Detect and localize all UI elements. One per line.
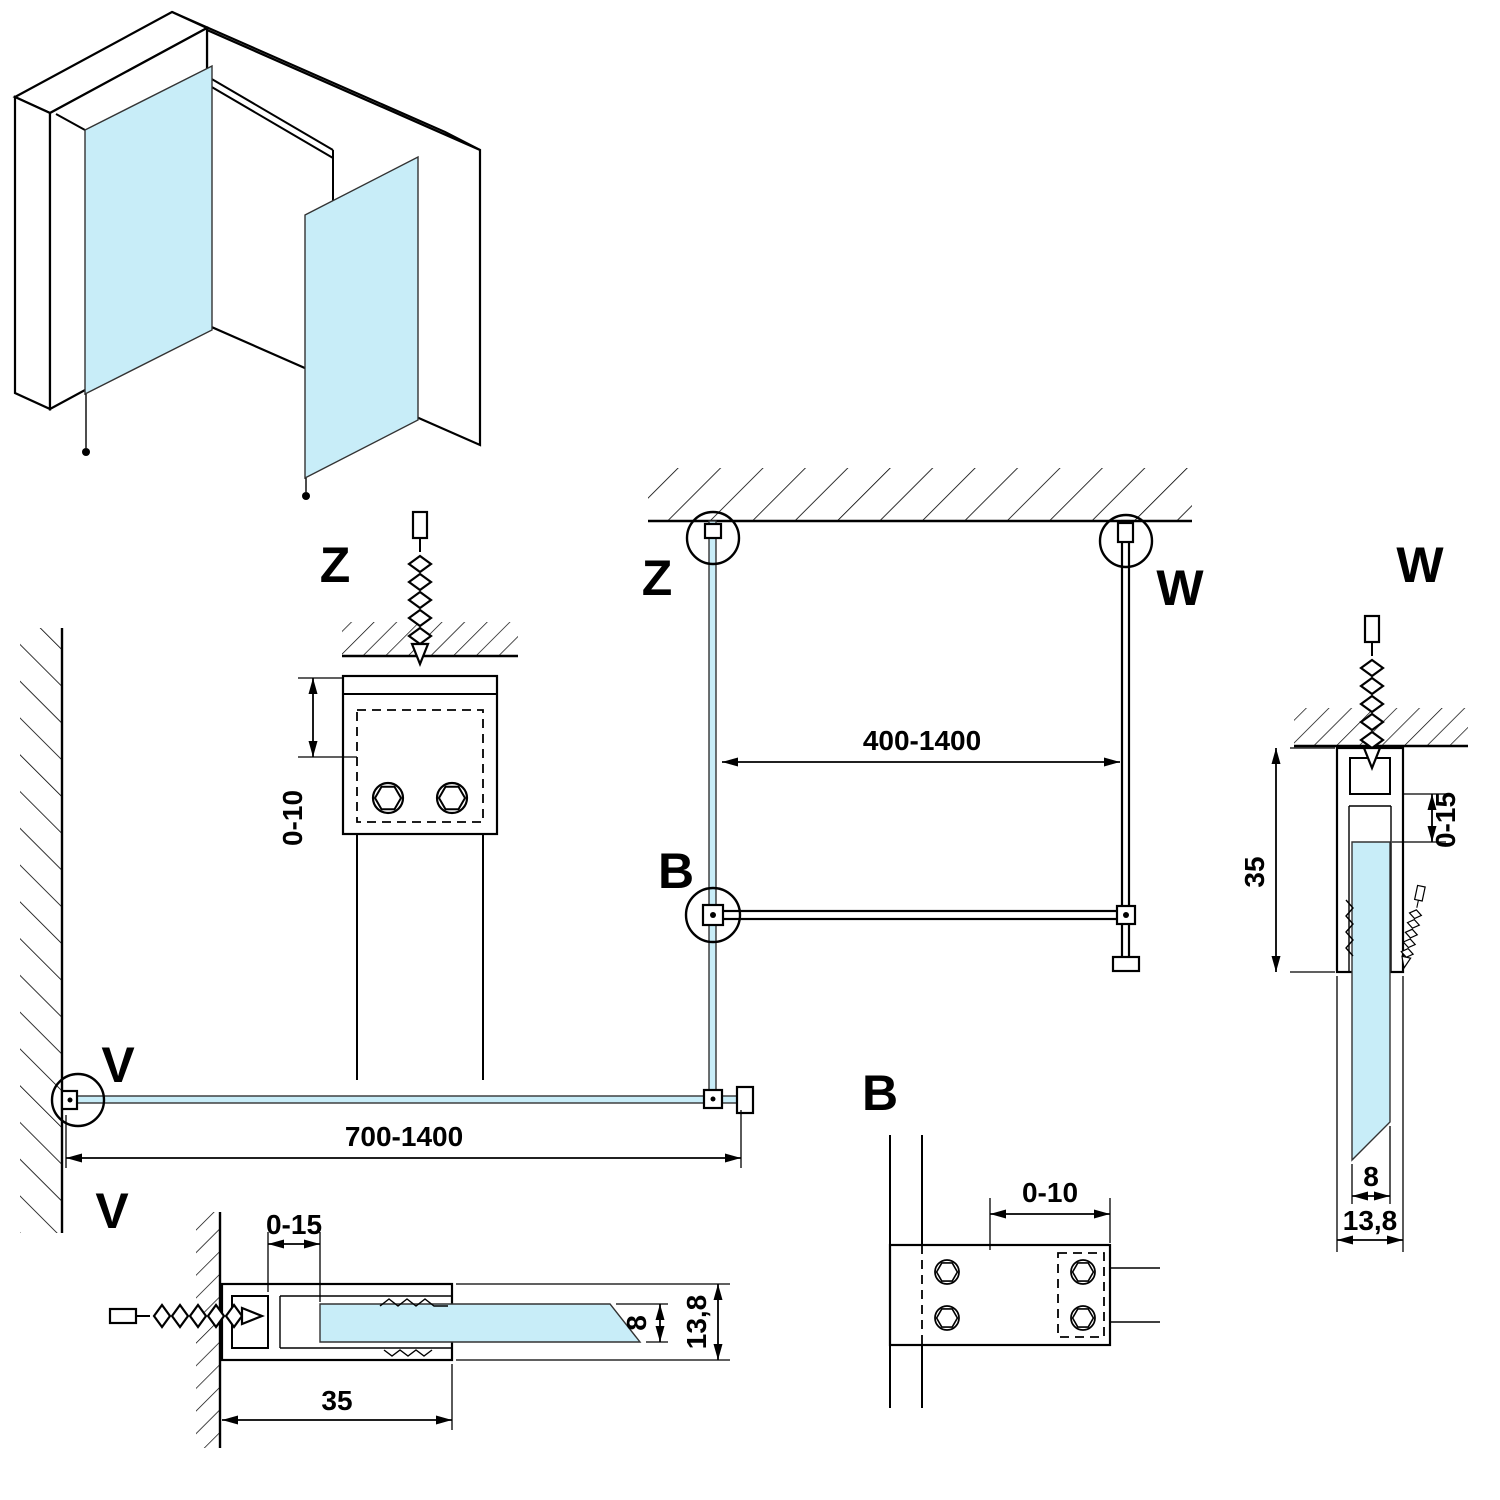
dim-v-adjust: 0-15 (266, 1209, 322, 1302)
detail-z-bar (356, 834, 484, 1080)
iso-glass-panel-2 (304, 155, 419, 480)
detail-b-bolt-4 (1070, 1305, 1096, 1331)
isometric-view (12, 10, 482, 500)
detail-b-bolt-2 (934, 1305, 960, 1331)
dim-plan-bottom-width: 700-1400 (65, 1110, 742, 1168)
plan-back-wall-hatch (648, 468, 1192, 521)
dim-b-adjust: 0-10 (989, 1177, 1111, 1250)
dim-w-profile: 13,8 (1336, 976, 1404, 1252)
detail-b-label: B (862, 1065, 898, 1121)
plan-node-b (701, 903, 1137, 927)
detail-b-bolt-1 (934, 1259, 960, 1285)
detail-b-bolt-3 (1070, 1259, 1096, 1285)
detail-v-label: V (95, 1183, 129, 1239)
dim-w-profile-text: 13,8 (1343, 1205, 1398, 1236)
detail-w-label: W (1396, 537, 1444, 593)
callout-circle-b (684, 886, 742, 944)
detail-v-wall-hatch (196, 1212, 220, 1448)
iso-glass-panel-1 (84, 64, 213, 396)
detail-w-glass (1351, 841, 1391, 1162)
dim-plan-top-width-text: 400-1400 (863, 725, 981, 756)
plan-left-wall-hatch (20, 628, 62, 1233)
dim-w-depth-text: 35 (1239, 856, 1270, 887)
dim-v-glass: 8 (616, 1303, 668, 1343)
plan-label-v: V (101, 1037, 135, 1093)
dim-v-glass-text: 8 (621, 1315, 652, 1331)
iso-support-bar (55, 77, 334, 202)
iso-panel-1-foot (82, 394, 90, 456)
dim-z-gap-text: 0-10 (277, 790, 308, 846)
dim-v-adjust-text: 0-15 (266, 1209, 322, 1240)
plan-support-bar-w (1120, 519, 1131, 963)
plan-glass-vertical (708, 520, 717, 1099)
callout-circle-w (1098, 513, 1154, 569)
plan-view: Z W B V 400-1400 700-1400 (20, 468, 1204, 1233)
plan-label-w: W (1156, 560, 1204, 616)
dim-v-profile-text: 13,8 (681, 1295, 712, 1350)
detail-z: Z 0-10 (277, 510, 518, 1080)
detail-z-bolt-right (435, 781, 469, 815)
dim-plan-top-width: 400-1400 (722, 725, 1120, 767)
dim-plan-bottom-width-text: 700-1400 (345, 1121, 463, 1152)
dim-w-glass-text: 8 (1363, 1161, 1379, 1192)
detail-b: B 0-10 (862, 1065, 1160, 1408)
detail-w: W 0-15 35 (1239, 537, 1468, 1252)
detail-v-glass (319, 1303, 642, 1343)
iso-panel-2-foot (302, 478, 310, 500)
dim-w-depth: 35 (1239, 747, 1335, 973)
detail-v-clamp-teeth (383, 1349, 433, 1357)
plan-support-bar-b (714, 909, 1128, 921)
dim-v-depth-text: 35 (321, 1385, 352, 1416)
dim-v-depth: 35 (222, 1364, 453, 1430)
plan-node-z (703, 522, 723, 540)
dim-w-adjust: 0-15 (1392, 792, 1461, 848)
detail-v-wedge-teeth (379, 1298, 448, 1307)
plan-label-z: Z (642, 550, 673, 606)
detail-w-clamp-teeth (1345, 899, 1354, 957)
callout-circle-v (50, 1072, 106, 1128)
detail-z-bracket (341, 674, 499, 836)
detail-z-ceiling-hatch (342, 622, 518, 656)
detail-z-bolt-left (371, 781, 405, 815)
dim-z-gap: 0-10 (277, 677, 357, 846)
plan-node-v (60, 1089, 79, 1111)
dim-w-adjust-text: 0-15 (1430, 792, 1461, 848)
detail-b-plate (888, 1243, 1160, 1347)
detail-v: V 0-15 35 (95, 1183, 730, 1448)
dim-v-profile: 13,8 (456, 1283, 730, 1361)
plan-corner-node (702, 1085, 755, 1115)
detail-z-label: Z (320, 537, 351, 593)
dim-w-glass: 8 (1351, 1126, 1391, 1204)
callout-circle-z (685, 510, 741, 566)
detail-b-bar (889, 1135, 923, 1408)
plan-node-w (1116, 521, 1135, 544)
plan-label-b: B (658, 843, 694, 899)
plan-bar-w-foot (1111, 955, 1141, 973)
dim-b-adjust-text: 0-10 (1022, 1177, 1078, 1208)
plan-glass-horizontal (61, 1095, 739, 1104)
